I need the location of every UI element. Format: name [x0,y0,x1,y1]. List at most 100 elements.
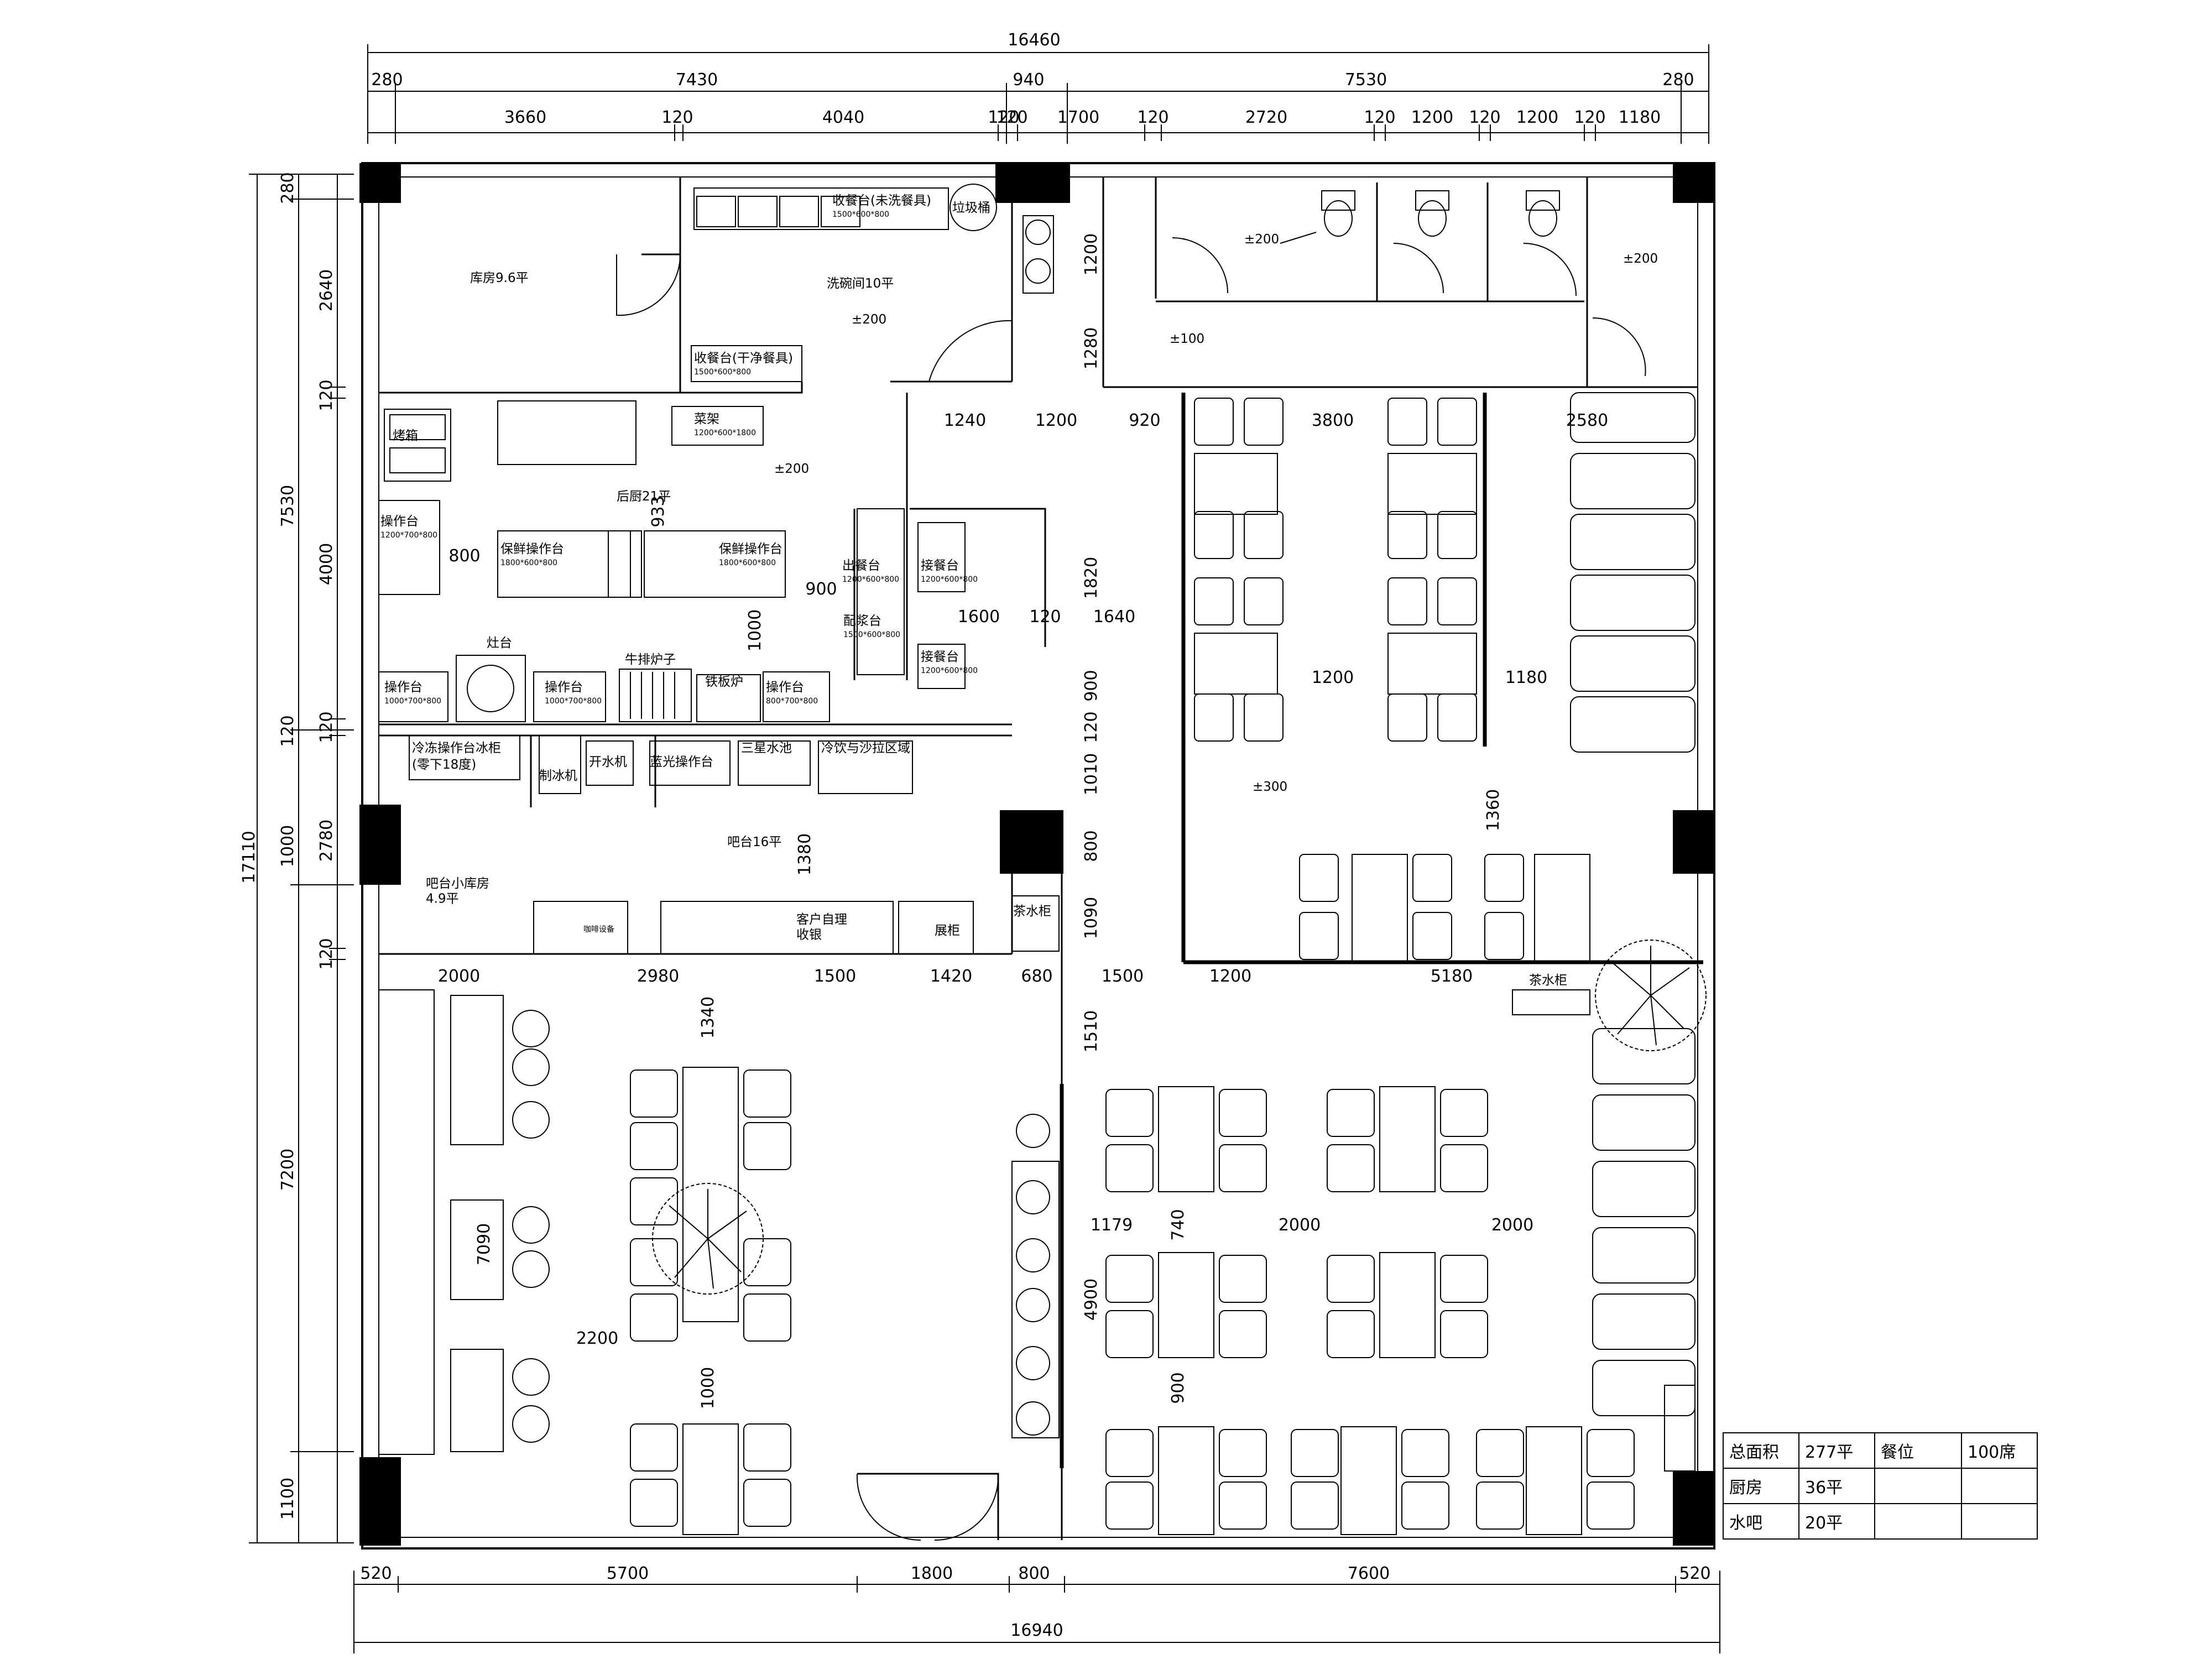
dim-int: 3800 [1312,411,1354,430]
dim-int: 120 [1082,711,1101,743]
equip-label: 菜架 [694,412,719,426]
dim-top-r2-11: 120 [1469,108,1500,127]
dim-top-r1-2: 7430 [676,70,718,90]
dim-int: 1500 [1102,967,1144,986]
dim-int: 2580 [1566,411,1608,430]
equip-spec: (零下18度) [412,758,476,772]
top-dimensions: 16460 280 7430 940 7530 280 3660 120 404… [367,30,1709,144]
dim-int: 900 [805,580,837,599]
dim-int: 680 [1021,967,1052,986]
dim-int: 1200 [1035,411,1077,430]
level-mark: ±100 [1170,332,1204,346]
dim-left-r2-1: 2640 [317,269,336,311]
dim-int: 1000 [698,1367,718,1409]
column [1673,810,1714,874]
equip-label: 茶水柜 [1013,904,1051,919]
dim-top-r2-7: 120 [1137,108,1168,127]
equip-label: 铁板炉 [705,675,743,689]
dim-int: 1600 [958,607,1000,627]
dim-int: 120 [1029,607,1061,627]
dim-int: 1000 [745,609,765,651]
dim-int: 1280 [1082,327,1101,369]
column [359,163,401,203]
equip-label: 操作台 [545,680,583,695]
dim-int: 2200 [576,1329,618,1348]
dim-left-r1-2: 7530 [278,485,298,527]
dim-bottom-3: 1800 [911,1564,953,1583]
dim-bottom-4: 800 [1018,1564,1050,1583]
equip-label: 客户自理收银 [796,912,847,942]
equip-label: 三星水池 [741,741,792,755]
dim-int: 2000 [1491,1215,1533,1235]
equip-label: 操作台 [380,514,419,529]
dim-left-r2-3: 4000 [317,543,336,585]
equip-label: 接餐台 [921,650,959,664]
dim-left-r2-2: 120 [317,379,336,411]
dim-top-r2-3: 4040 [822,108,864,127]
table-row: 水吧 20平 [1723,1503,2038,1540]
equipment-labels: 收餐台(未洗餐具) 1500*600*800 垃圾桶 收餐台(干净餐具) 150… [380,194,1567,988]
equip-spec: 1800*600*800 [719,559,776,567]
column [359,805,401,885]
dim-left-overall: 17110 [239,831,259,883]
summary-cell: 总面积 [1723,1432,1799,1469]
dim-left-r1-3: 120 [278,715,298,747]
dim-int: 1380 [795,833,815,875]
equip-label: 接餐台 [921,559,959,573]
dim-left-r2-4: 120 [317,711,336,743]
dim-int: 1090 [1082,897,1101,939]
summary-cell: 36平 [1798,1468,1875,1504]
dim-int: 1200 [1209,967,1251,986]
dim-bottom-overall: 16940 [1010,1621,1063,1640]
equip-label: 展柜 [935,924,960,938]
dim-top-r2-9: 120 [1364,108,1395,127]
room-dish: 洗碗间10平 [827,276,894,291]
dim-top-r1-3: 940 [1013,70,1044,90]
equip-spec: 1500*600*800 [694,368,751,377]
equip-label: 冷饮与沙拉区域 [821,741,910,755]
left-dimensions: 17110 280 7530 120 1000 7200 1100 2640 1… [239,172,354,1543]
dim-top-r2-14: 1180 [1619,108,1661,127]
equip-label: 烤箱 [393,429,418,443]
column [1673,163,1714,203]
equip-label: 出餐台 [842,559,880,573]
dim-left-r1-4: 1000 [278,825,298,867]
room-back-kitchen: 后厨21平 [617,489,671,504]
dim-top-r2-1: 3660 [504,108,546,127]
dim-int: 1420 [930,967,972,986]
toilets [1321,190,1560,237]
equip-spec: 800*700*800 [766,697,818,706]
dim-int: 5180 [1431,967,1473,986]
dim-int: 1360 [1484,789,1503,831]
dim-int: 740 [1168,1209,1188,1240]
dim-left-r1-6: 1100 [278,1478,298,1520]
dim-top-r1-4: 7530 [1345,70,1387,90]
equip-spec: 1000*700*800 [384,697,441,706]
dim-top-r2-5: 120 [996,108,1027,127]
level-marks: ±200 ±200 ±200 ±100 ±200 ±300 [774,232,1658,794]
dim-top-r2-13: 120 [1574,108,1605,127]
dim-int: 933 [649,495,668,527]
equip-spec: 1200*600*1800 [694,429,756,437]
dim-bottom-1: 520 [360,1564,392,1583]
dim-top-overall: 16460 [1008,30,1060,50]
dim-int: 1340 [698,997,718,1039]
equip-label: 垃圾桶 [952,201,990,215]
dim-top-r1-1: 280 [371,70,403,90]
equip-label: 蓝光操作台 [650,755,713,769]
equip-spec: 1500*600*800 [832,210,889,219]
interior-dimensions: 1240 1200 920 3800 2580 1200 1280 800 90… [438,233,1608,1409]
equip-label: 冷冻操作台冰柜 [412,741,501,755]
level-mark: ±200 [774,462,809,476]
equip-label: 制冰机 [539,769,577,783]
bottom-dimensions: 520 5700 1800 800 7600 520 16940 [353,1564,1720,1653]
dim-top-r2-2: 120 [661,108,693,127]
dim-left-r1-1: 280 [278,172,298,204]
summary-cell: 100席 [1961,1432,2038,1469]
plants [652,940,1707,1295]
dim-int: 900 [1168,1372,1188,1404]
equip-label: 保鲜操作台 [719,542,782,556]
dim-int: 2000 [1279,1215,1321,1235]
dim-top-r1-5: 280 [1662,70,1694,90]
